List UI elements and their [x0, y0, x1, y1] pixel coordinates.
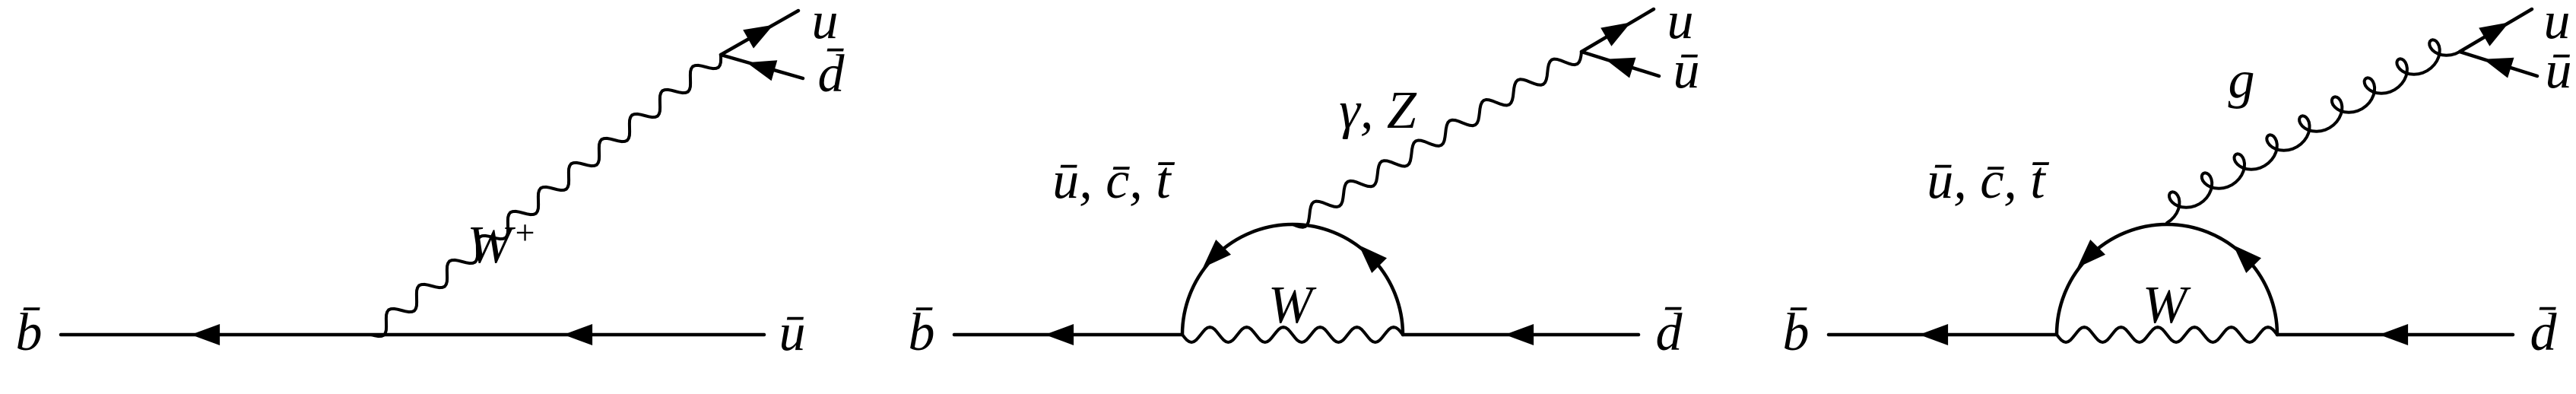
label-outgoing-dbar: d̄ — [2530, 303, 2558, 362]
arrowhead-main-right — [563, 324, 593, 345]
photon-line-gamma-z — [1291, 50, 1583, 229]
arrowhead-dbar-out — [746, 60, 778, 81]
gluon-line — [2165, 38, 2461, 224]
diagram-penguin-gluon: b̄ d̄ W ū, c̄, t̄ g u ū — [1783, 0, 2572, 362]
label-w-boson-loop: W — [2143, 276, 2191, 335]
arrowhead-main-left — [191, 324, 220, 345]
label-w-boson-loop: W — [1268, 276, 1317, 335]
label-u-quark: u — [1667, 0, 1694, 50]
label-gamma-z-boson: γ, Z — [1339, 81, 1417, 140]
arrowhead-u-out — [2479, 22, 2509, 46]
wplus-superscript: + — [513, 213, 537, 252]
fermion-loop-arc — [2054, 222, 2279, 337]
diagram-penguin-photon-z: b̄ d̄ W ū, c̄, t̄ γ, Z u ū — [909, 0, 1700, 362]
arrowhead-u-out — [743, 24, 774, 49]
label-ubar-quark: ū — [1673, 41, 1700, 100]
label-u-quark: u — [812, 0, 839, 50]
arrowhead-main-right — [2379, 324, 2409, 345]
photon-line-wplus — [370, 53, 723, 338]
diagram-tree-level-w: b̄ ū W+ u d̄ — [16, 0, 845, 362]
label-outgoing-dbar: d̄ — [1656, 303, 1683, 362]
arrowhead-loop-left — [1203, 240, 1231, 268]
arrowhead-loop-right — [2233, 245, 2261, 273]
label-incoming-bbar: b̄ — [16, 303, 43, 362]
arrowhead-u-out — [1600, 22, 1631, 46]
label-loop-quarks: ū, c̄, t̄ — [1927, 151, 2050, 210]
label-incoming-bbar: b̄ — [909, 303, 935, 362]
arrowhead-loop-right — [1359, 245, 1387, 273]
label-loop-quarks: ū, c̄, t̄ — [1052, 151, 1175, 210]
label-gluon: g — [2229, 51, 2255, 110]
label-ubar-quark: ū — [2546, 41, 2572, 100]
label-u-quark: u — [2544, 0, 2571, 50]
label-dbar-quark: d̄ — [818, 45, 845, 103]
wplus-base: W — [467, 216, 516, 275]
arrowhead-ubar-out — [1605, 57, 1636, 78]
arrowhead-main-left — [1045, 324, 1074, 345]
arrowhead-main-right — [1505, 324, 1534, 345]
arrowhead-main-left — [1919, 324, 1949, 345]
arrowhead-ubar-out — [2483, 57, 2514, 78]
photon-line-w-loop — [2055, 326, 2279, 344]
label-incoming-bbar: b̄ — [1783, 303, 1810, 362]
label-wplus-boson: W+ — [467, 213, 536, 275]
arrowhead-loop-left — [2077, 240, 2105, 268]
label-spectator-ubar: ū — [779, 303, 806, 362]
photon-line-w-loop — [1181, 326, 1404, 344]
